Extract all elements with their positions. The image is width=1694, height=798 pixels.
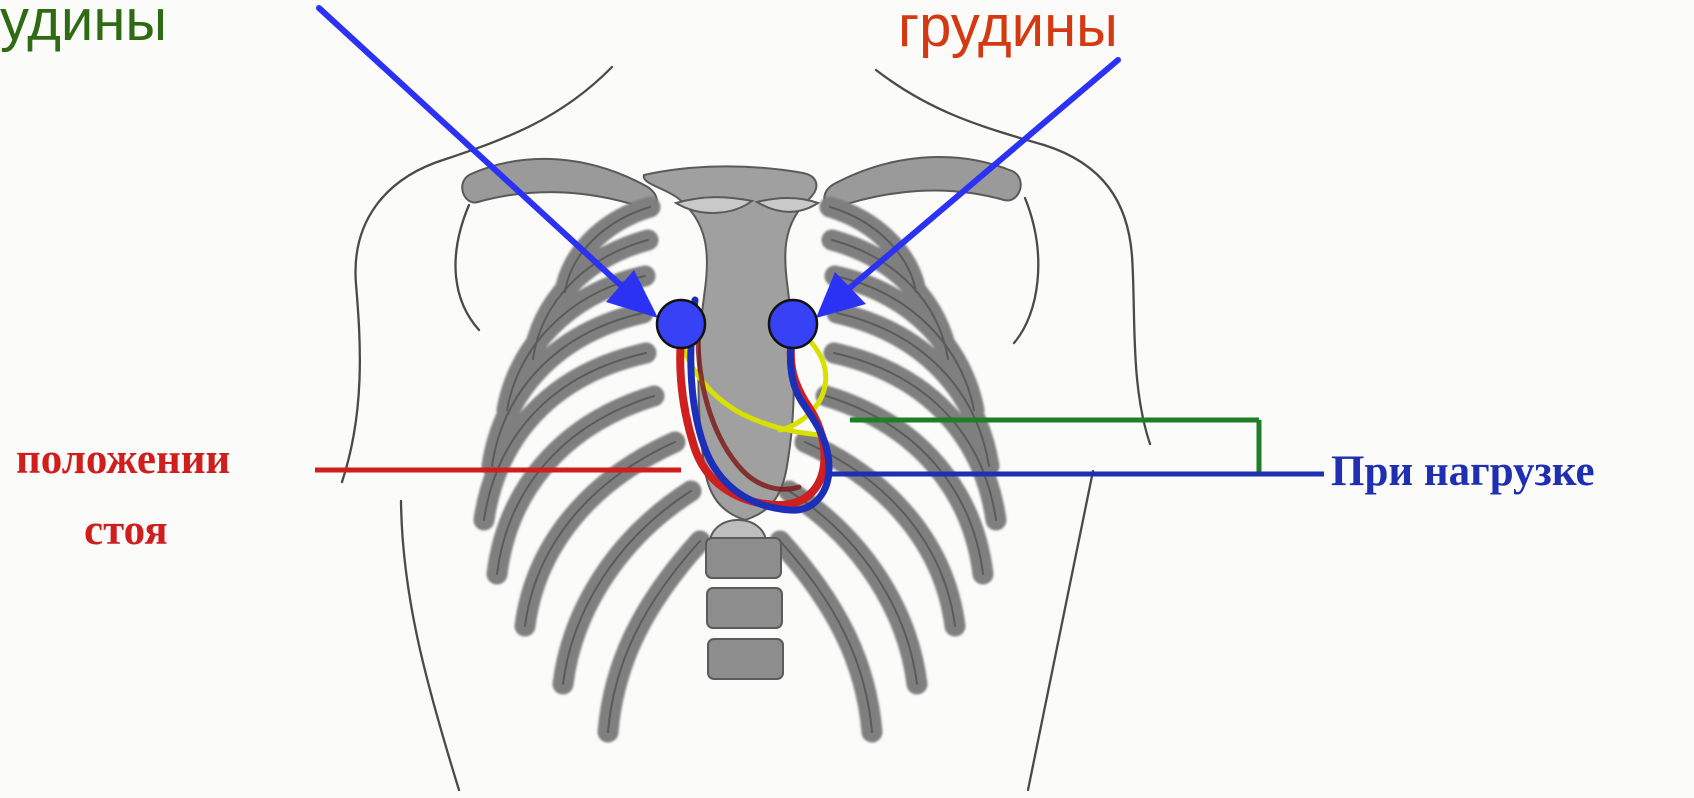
left-middle-label-line-1: положении xyxy=(16,438,230,481)
right-top-label: грудины xyxy=(898,0,1118,56)
left-middle-label-line-2: стоя xyxy=(84,509,168,552)
right-middle-label: При нагрузке xyxy=(1331,450,1595,493)
vertebrae xyxy=(706,538,783,679)
blue-dot-marker xyxy=(657,300,705,348)
left-top-label: удины xyxy=(0,0,167,50)
blue-dot-marker xyxy=(769,300,817,348)
